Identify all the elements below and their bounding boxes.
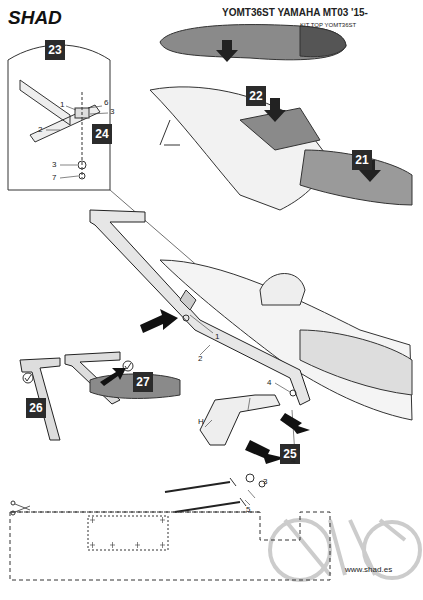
callout-number: 27: [136, 375, 149, 389]
rack-bar: [90, 210, 310, 405]
callout-number: 5: [246, 506, 250, 514]
rider-seat: [300, 150, 412, 205]
callout-number: 23: [48, 43, 61, 57]
watermark-logo: [270, 520, 420, 580]
callout-number: 2: [198, 355, 202, 363]
detail-inset: [8, 45, 110, 190]
callout-number: 1: [215, 333, 219, 341]
motorcycle-tail: [160, 260, 412, 420]
callout-number: 26: [29, 401, 42, 415]
callout-number: 4: [291, 457, 295, 465]
callout-number: 6: [104, 99, 108, 107]
callout-box: 22: [246, 86, 266, 106]
callout-number: 2: [38, 126, 42, 134]
callout-box: 24: [92, 124, 112, 144]
tail-section: [150, 87, 330, 210]
callout-box: 27: [133, 372, 153, 392]
callout-number: 7: [52, 174, 56, 182]
drill-template: [10, 512, 330, 580]
subtitle: KIT TOP YOMT36ST: [300, 22, 356, 28]
callout-number: 1: [60, 101, 64, 109]
callout-number: 22: [249, 89, 262, 103]
callout-number: 3: [263, 478, 267, 486]
callout-number: 4: [267, 379, 271, 387]
callout-box: 25: [280, 444, 300, 464]
passenger-seat: [160, 25, 346, 60]
callout-number: 3: [52, 161, 56, 169]
callout-number: H: [198, 418, 204, 426]
title: YOMT36ST YAMAHA MT03 '15-: [222, 8, 368, 18]
callout-box: 21: [352, 150, 372, 170]
bracket-h: [200, 395, 280, 445]
callout-number: 24: [95, 127, 108, 141]
callout-number: 3: [110, 108, 114, 116]
logo: SHAD: [8, 8, 62, 27]
bolt: [165, 482, 240, 512]
callout-number: 21: [355, 153, 368, 167]
callout-box: 26: [26, 398, 46, 418]
callout-box: 23: [45, 40, 65, 60]
website: www.shad.es: [345, 566, 392, 574]
